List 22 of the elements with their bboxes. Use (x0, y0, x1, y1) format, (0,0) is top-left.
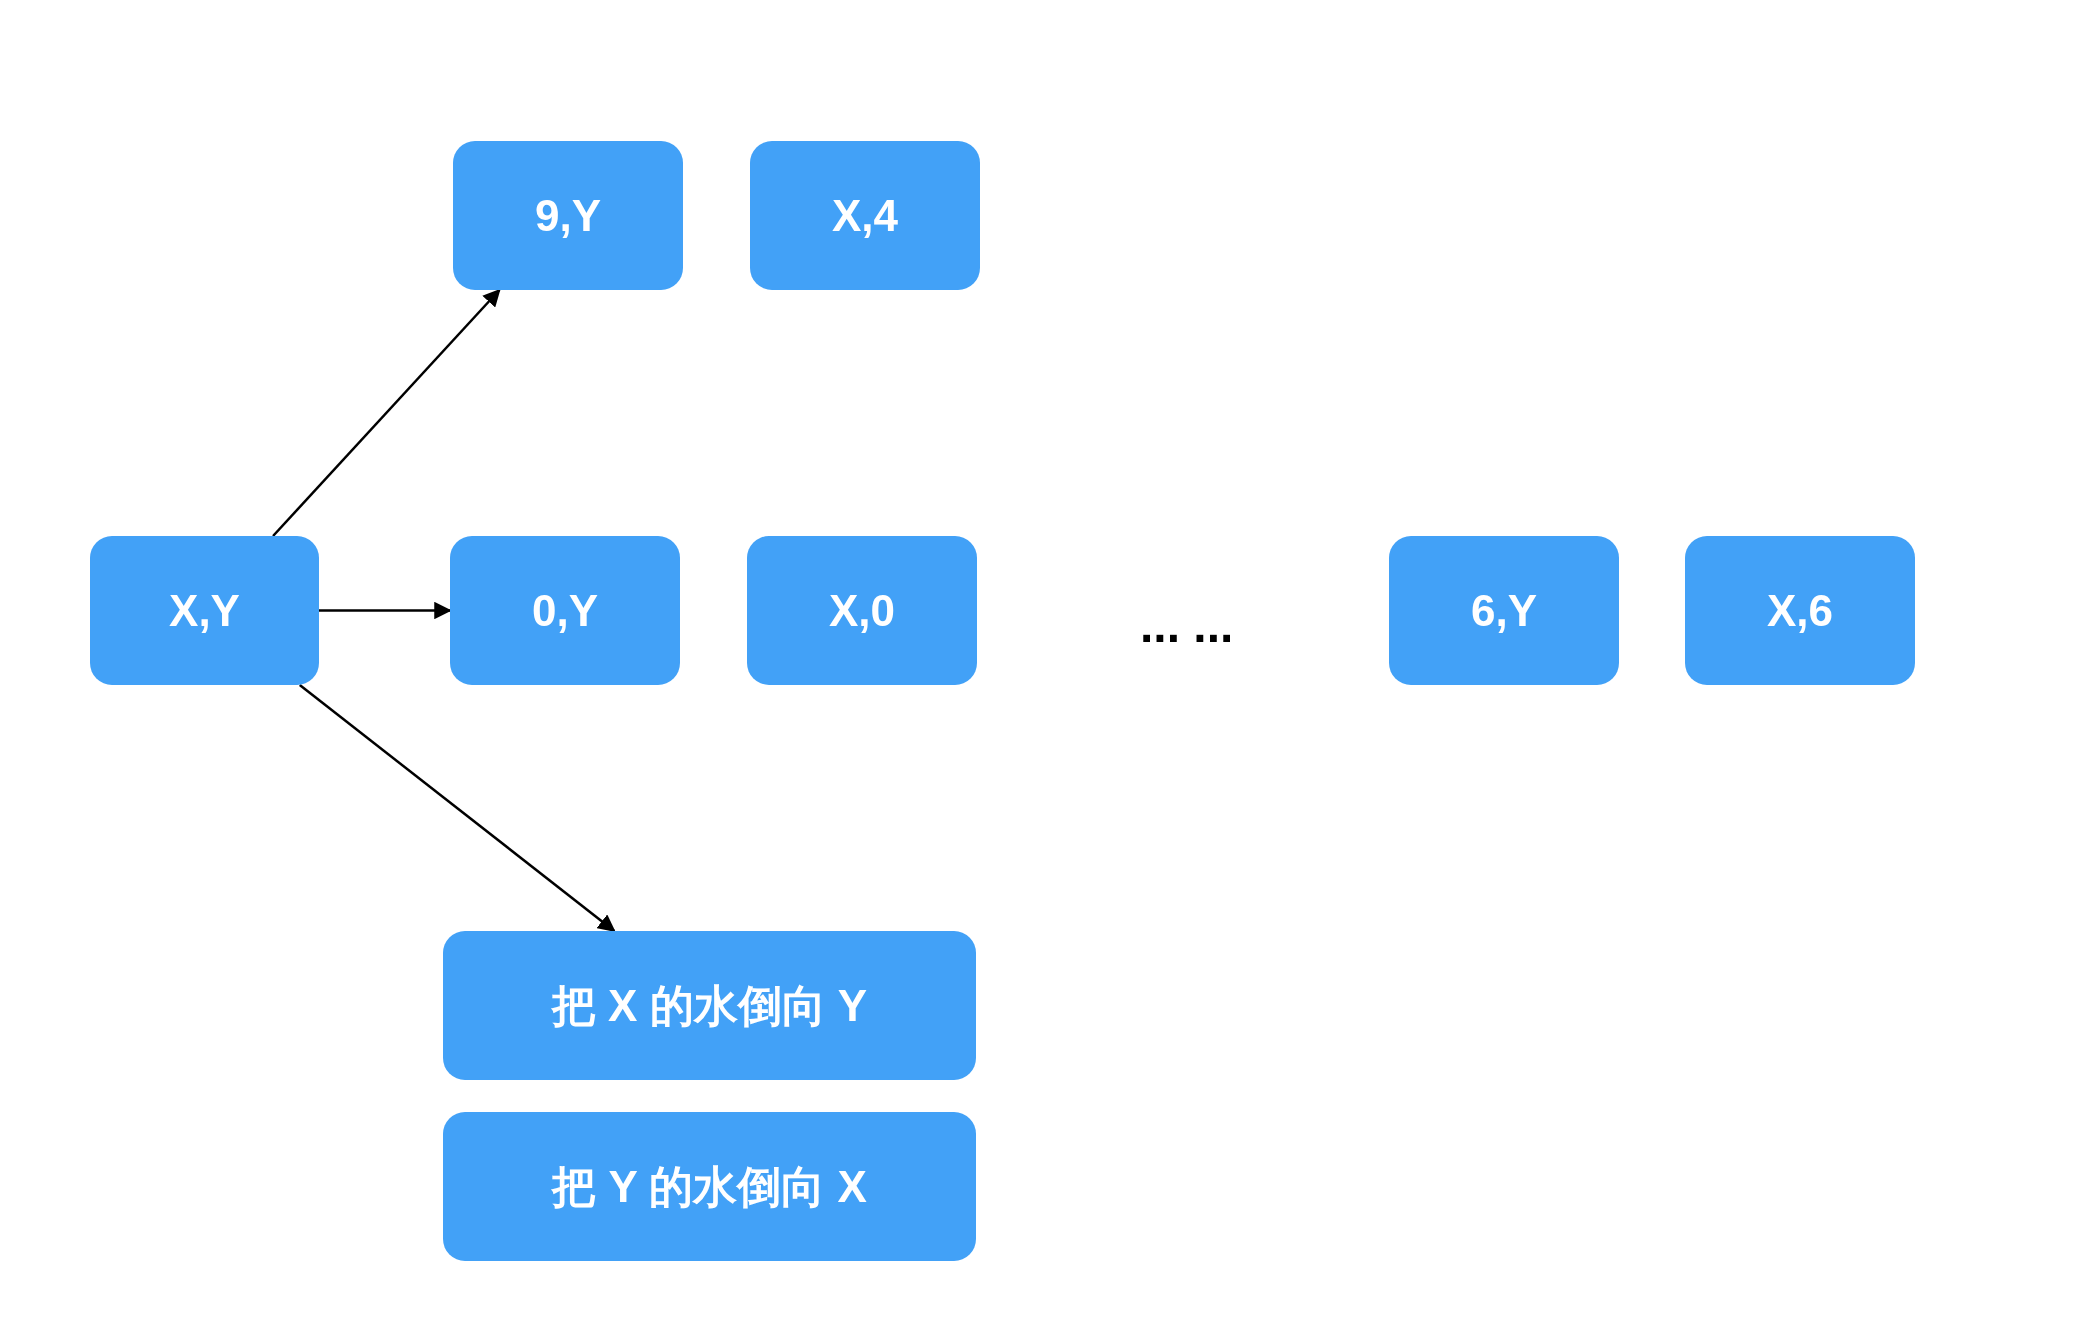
arrow (298, 684, 616, 933)
box-label: 把 X 的水倒向 Y (551, 979, 868, 1032)
state-box (747, 536, 977, 685)
state-box (1685, 536, 1915, 685)
state-box (453, 141, 683, 290)
arrow (319, 601, 452, 620)
box-label: 0,Y (531, 584, 598, 637)
state-box (450, 536, 680, 685)
box-label: X,6 (1766, 584, 1833, 637)
box-label: X,Y (169, 584, 240, 637)
box-label: 把 Y 的水倒向 X (552, 1160, 867, 1213)
state-box (750, 141, 980, 290)
state-box (443, 931, 976, 1080)
state-box (443, 1112, 976, 1261)
box-label: X,4 (831, 189, 898, 242)
box-label: 6,Y (1470, 584, 1537, 637)
state-box (1389, 536, 1619, 685)
box-label: X,0 (828, 584, 895, 637)
arrow (272, 288, 501, 537)
box-label: 9,Y (534, 189, 601, 242)
state-box (90, 536, 319, 685)
ellipsis-text: ... ... (1140, 598, 1234, 654)
